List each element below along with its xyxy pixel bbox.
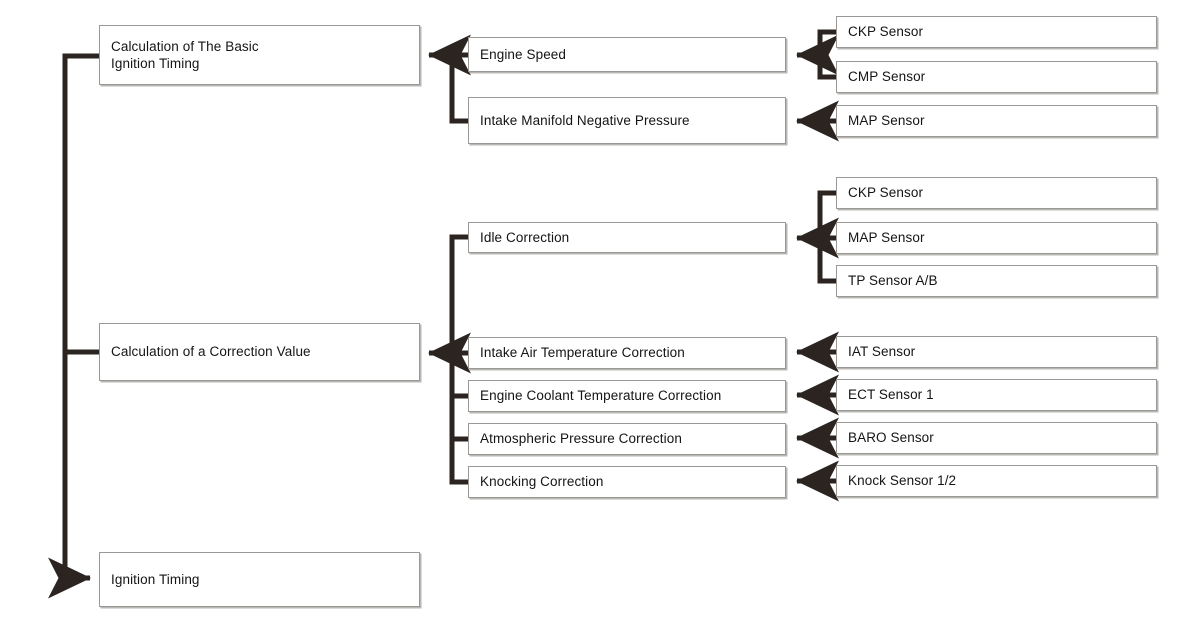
node-label: CKP Sensor <box>848 24 924 39</box>
node-label: Intake Air Temperature Correction <box>480 345 685 360</box>
node-label: Engine Speed <box>480 46 567 62</box>
node-correction-value[interactable]: Calculation of a Correction Value <box>99 323 420 381</box>
node-tp-sensor-ab[interactable]: TP Sensor A/B <box>836 265 1157 297</box>
node-label: Calculation of a Correction Value <box>111 344 311 359</box>
node-engine-coolant-temperature-correction[interactable]: Engine Coolant Temperature Correction <box>468 380 786 412</box>
node-atmospheric-pressure-correction[interactable]: Atmospheric Pressure Correction <box>468 423 786 455</box>
node-idle-correction[interactable]: Idle Correction <box>468 222 786 253</box>
connector-idle-correction-sensors <box>795 190 839 284</box>
node-knock-sensor-12[interactable]: Knock Sensor 1/2 <box>836 465 1157 497</box>
node-label: BARO Sensor <box>848 430 934 445</box>
node-label: Ignition Timing <box>111 571 200 587</box>
node-basic-ignition-timing[interactable]: Calculation of The Basic Ignition Timing <box>99 25 420 85</box>
node-label: IAT Sensor <box>848 344 916 359</box>
node-label: Idle Correction <box>480 229 570 245</box>
connector-basic-inputs-bus <box>427 34 471 124</box>
node-label: MAP Sensor <box>848 113 925 128</box>
node-cmp-sensor[interactable]: CMP Sensor <box>836 61 1157 93</box>
node-ckp-sensor-1[interactable]: CKP Sensor <box>836 16 1157 48</box>
node-label: Intake Manifold Negative Pressure <box>480 112 690 128</box>
node-ckp-sensor-2[interactable]: CKP Sensor <box>836 177 1157 209</box>
node-label: Knocking Correction <box>480 474 604 489</box>
node-ect-sensor-1[interactable]: ECT Sensor 1 <box>836 379 1157 411</box>
node-label: Knock Sensor 1/2 <box>848 473 957 488</box>
node-label: Engine Coolant Temperature Correction <box>480 388 722 403</box>
node-label: TP Sensor A/B <box>848 273 938 288</box>
node-baro-sensor[interactable]: BARO Sensor <box>836 422 1157 454</box>
node-map-sensor-2[interactable]: MAP Sensor <box>836 222 1157 254</box>
node-label: Atmospheric Pressure Correction <box>480 431 682 446</box>
node-ignition-timing[interactable]: Ignition Timing <box>99 552 420 607</box>
node-label: CKP Sensor <box>848 185 924 200</box>
node-intake-manifold-negative-pressure[interactable]: Intake Manifold Negative Pressure <box>468 97 786 144</box>
connector-stage-trunk <box>48 53 99 599</box>
node-knocking-correction[interactable]: Knocking Correction <box>468 466 786 498</box>
node-map-sensor-1[interactable]: MAP Sensor <box>836 105 1157 137</box>
node-label: ECT Sensor 1 <box>848 387 934 402</box>
node-intake-air-temperature-correction[interactable]: Intake Air Temperature Correction <box>468 337 786 369</box>
connector-engine-speed-sensors <box>795 29 839 80</box>
node-engine-speed[interactable]: Engine Speed <box>468 37 786 72</box>
node-label: Calculation of The Basic Ignition Timing <box>111 39 259 71</box>
connector-correction-inputs-bus <box>427 234 471 485</box>
node-label: CMP Sensor <box>848 69 926 84</box>
node-label: MAP Sensor <box>848 230 925 245</box>
node-iat-sensor[interactable]: IAT Sensor <box>836 336 1157 368</box>
